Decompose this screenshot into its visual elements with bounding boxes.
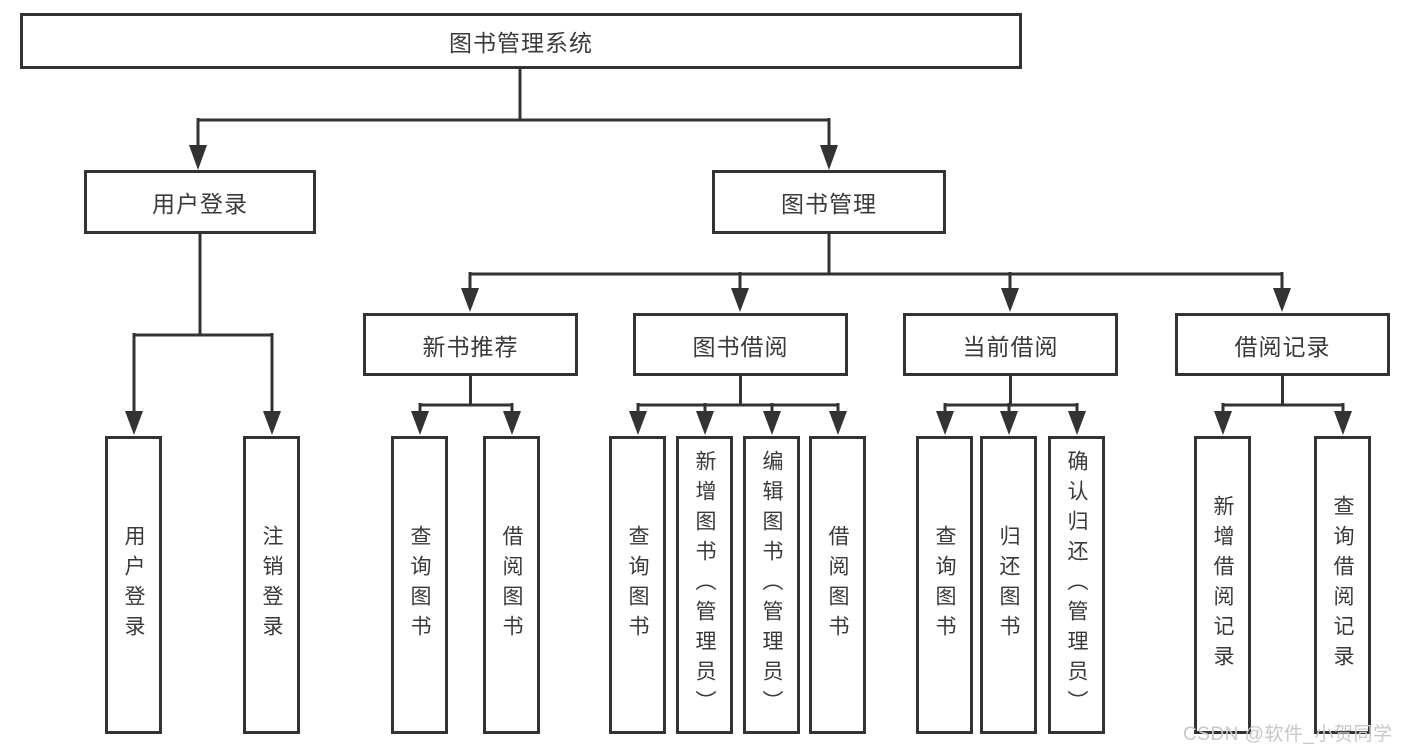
node-borrowing-records: 借阅记录 [1175,313,1390,376]
node-current-borrowing: 当前借阅 [903,313,1118,376]
leaf-add-borrow-record: 新增借阅记录 [1194,436,1251,734]
node-label: 注销登录 [260,525,283,645]
leaf-borrow-books-recommend: 借阅图书 [483,436,540,734]
node-label: 新书推荐 [422,333,519,360]
node-label: 查询图书 [626,525,649,645]
leaf-query-books-borrowing: 查询图书 [609,436,666,734]
csdn-watermark: CSDN @软件_小贺同学 [1183,724,1393,745]
node-new-book-recommend: 新书推荐 [363,313,578,376]
node-label: 归还图书 [997,525,1020,645]
leaf-add-books-admin: 新增图书（管理员） [676,436,733,734]
node-label: 查询借阅记录 [1331,495,1354,675]
node-label: 确认归还（管理员） [1065,450,1088,720]
node-label: 图书管理系统 [449,30,593,56]
node-label: 查询图书 [933,525,956,645]
connector-arrowheads [125,145,1352,435]
leaf-user-login: 用户登录 [105,436,162,734]
node-label: 新增借阅记录 [1211,495,1234,675]
node-label: 借阅图书 [826,525,849,645]
node-label: 新增图书（管理员） [693,450,716,720]
node-user-login: 用户登录 [84,170,316,234]
connector-lines [132,68,1345,412]
node-library-management-system: 图书管理系统 [20,13,1022,69]
leaf-logout: 注销登录 [243,436,300,734]
node-label: 用户登录 [122,525,145,645]
node-label: 用户登录 [152,191,248,217]
node-label: 编辑图书（管理员） [760,450,783,720]
node-book-borrowing: 图书借阅 [633,313,848,376]
leaf-return-books: 归还图书 [980,436,1037,734]
node-label: 图书借阅 [692,333,789,360]
node-book-management: 图书管理 [712,170,946,234]
leaf-confirm-return-admin: 确认归还（管理员） [1048,436,1105,734]
leaf-borrow-books-borrowing: 借阅图书 [809,436,866,734]
node-label: 当前借阅 [962,333,1059,360]
node-label: 借阅图书 [500,525,523,645]
leaf-edit-books-admin: 编辑图书（管理员） [743,436,800,734]
node-label: 借阅记录 [1234,333,1331,360]
leaf-query-borrow-record: 查询借阅记录 [1314,436,1371,734]
leaf-query-books-current: 查询图书 [916,436,973,734]
node-label: 图书管理 [781,191,877,217]
node-label: 查询图书 [408,525,431,645]
leaf-query-books-recommend: 查询图书 [391,436,448,734]
